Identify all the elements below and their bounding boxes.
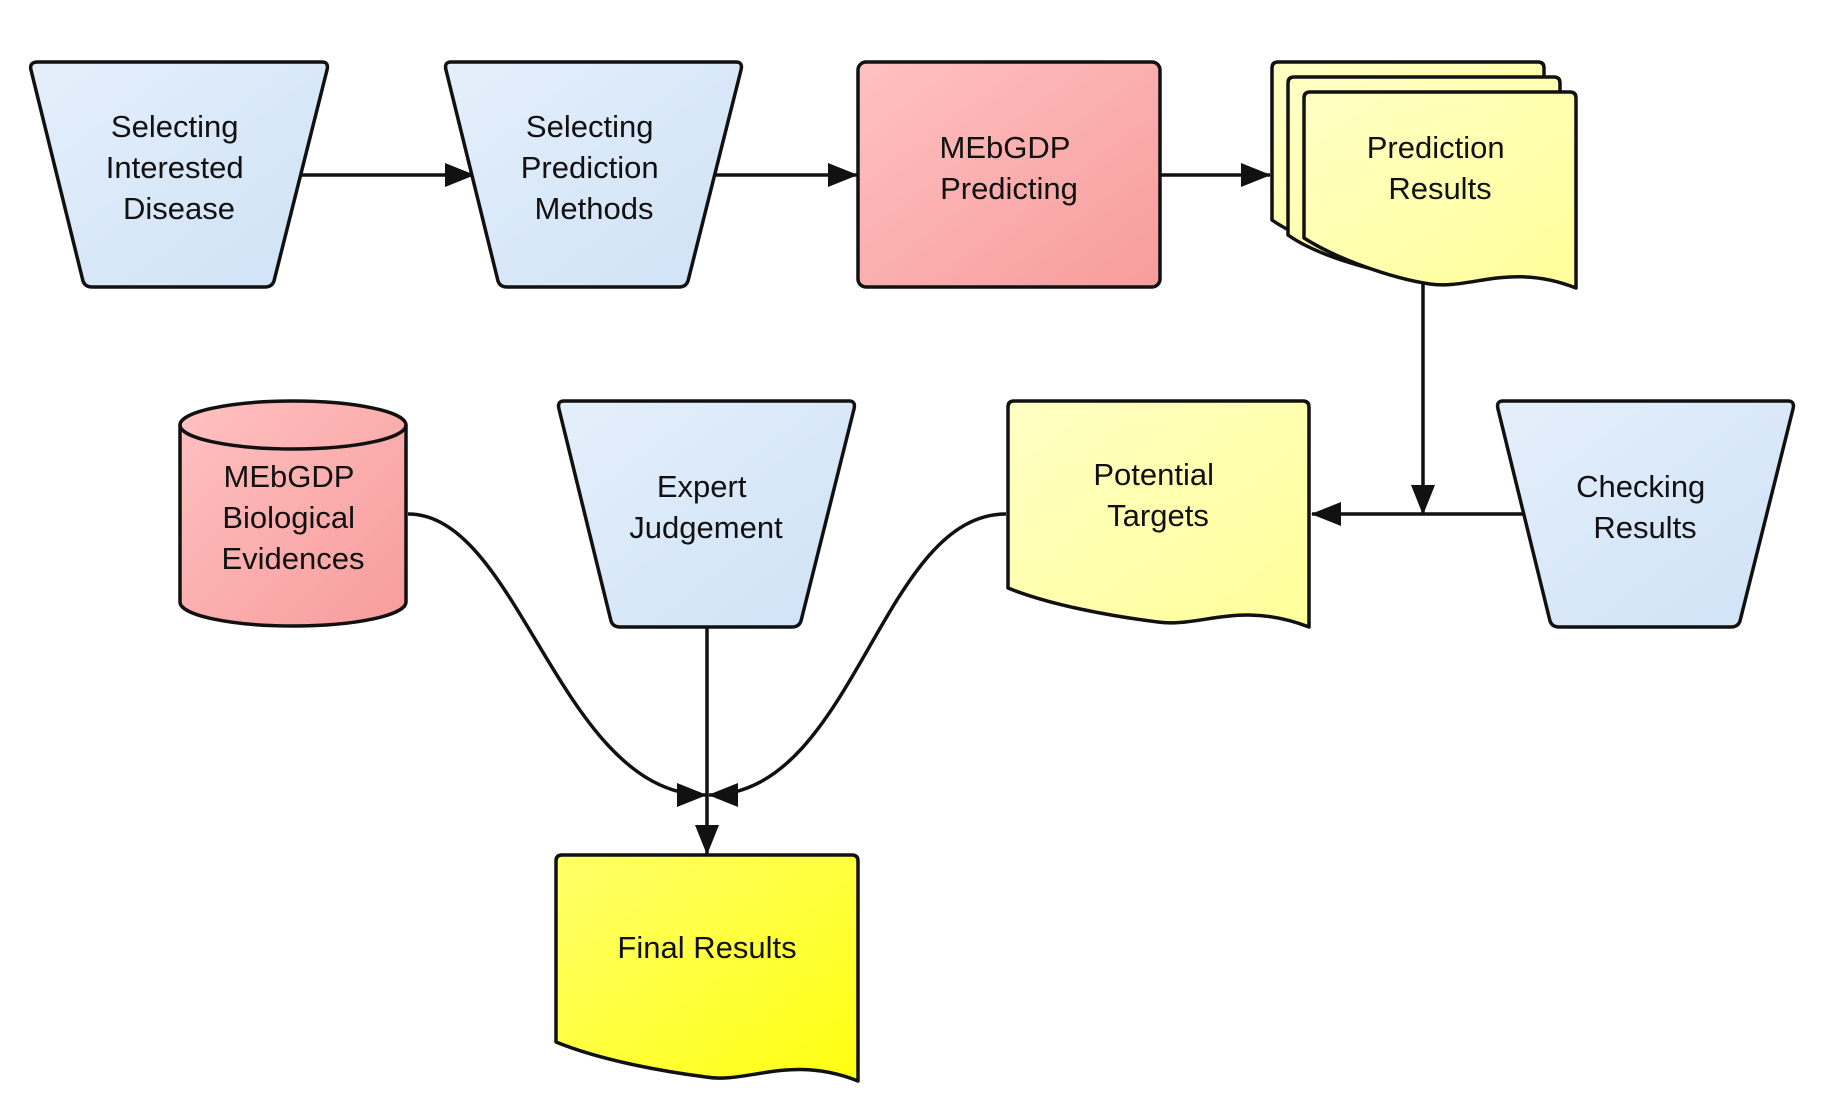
node-prediction-results: Prediction Results xyxy=(1270,60,1578,290)
node-label: Checking Results xyxy=(1576,469,1714,545)
node-label: Expert Judgement xyxy=(629,469,783,545)
node-label: Selecting Prediction Methods xyxy=(521,109,667,226)
node-label: MEbGDP Biological Evidences xyxy=(221,459,364,576)
node-label: Selecting Interested Disease xyxy=(106,109,253,226)
node-biological-evidences: MEbGDP Biological Evidences xyxy=(178,399,408,628)
node-label: Prediction Results xyxy=(1367,130,1513,206)
node-label: MEbGDP Predicting xyxy=(940,130,1079,206)
edges xyxy=(300,163,1528,855)
node-mebgdp-predicting: MEbGDP Predicting xyxy=(856,60,1162,289)
edge-targets-to-final xyxy=(708,512,1007,807)
node-potential-targets: Potential Targets xyxy=(1006,399,1311,629)
node-label: Potential Targets xyxy=(1093,457,1222,533)
node-final-results: Final Results xyxy=(554,853,860,1083)
node-label: Final Results xyxy=(617,930,796,965)
node-selecting-prediction-methods: Selecting Prediction Methods xyxy=(443,60,744,289)
node-expert-judgement: Expert Judgement xyxy=(556,399,857,629)
node-checking-results: Checking Results xyxy=(1495,399,1796,629)
node-selecting-interested-disease: Selecting Interested Disease xyxy=(28,60,330,289)
edge-evidences-to-final xyxy=(407,512,707,807)
